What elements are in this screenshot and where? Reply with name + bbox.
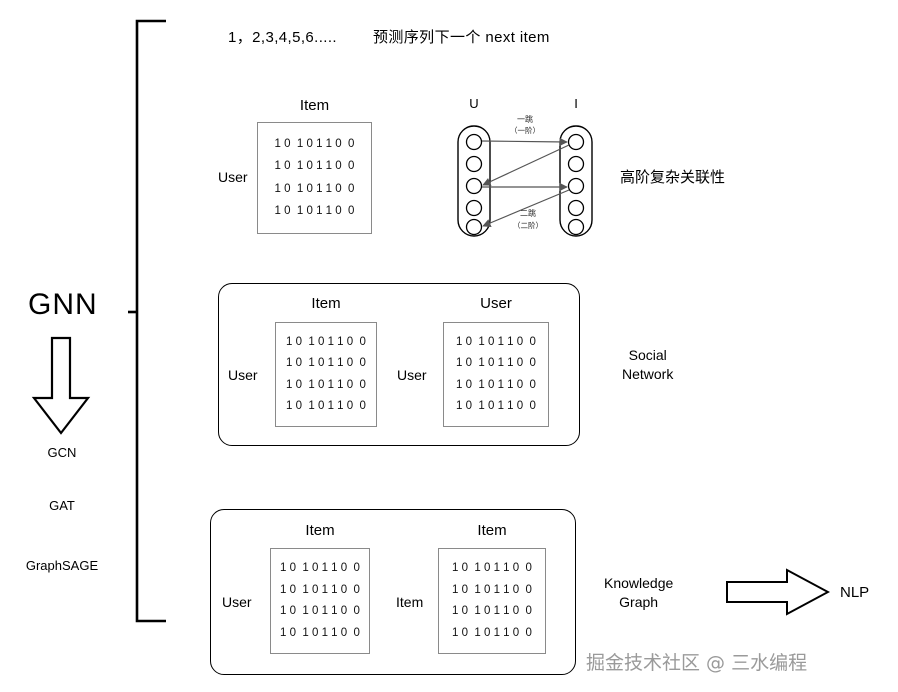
matrix1-top-label: Item <box>299 97 330 114</box>
u-node-3 <box>465 177 483 195</box>
matrix1-left-label: User <box>218 169 248 185</box>
matrix-row: 1 0 1 0 1 1 0 0 <box>274 205 355 217</box>
i-node-1 <box>567 133 585 151</box>
social-matrix-a-top-label: Item <box>311 295 341 312</box>
kg-matrix-b-left-label: Item <box>396 594 424 610</box>
matrix-row: 1 0 1 0 1 1 0 0 <box>280 562 360 574</box>
right-arrow-icon <box>726 568 830 616</box>
matrix-row: 1 0 1 0 1 1 0 0 <box>274 137 355 150</box>
edge-i1-u3 <box>482 144 570 186</box>
social-user-item-matrix: 1 0 1 0 1 1 0 0 1 0 1 0 1 1 0 0 1 0 1 0 … <box>275 322 377 427</box>
knowledge-graph-annotation: Knowledge Graph <box>604 574 673 612</box>
hop1-sub: （一阶） <box>510 125 540 135</box>
gnn-model-gcn: GCN <box>47 445 77 460</box>
kg-annotation-line1: Knowledge <box>604 575 674 591</box>
bipartite-graph: U I 一跳 （一阶） 二跳 （二阶） <box>457 96 593 237</box>
matrix-row: 1 0 1 0 1 1 0 0 <box>286 335 366 348</box>
social-matrix-a-left-label: User <box>228 367 258 383</box>
user-item-matrix: 1 0 1 0 1 1 0 0 1 0 1 0 1 1 0 0 1 0 1 0 … <box>257 122 372 234</box>
i-node-4 <box>567 199 585 217</box>
social-annotation-line2: Network <box>622 365 674 382</box>
u-node-1 <box>465 133 483 151</box>
matrix-row: 1 0 1 0 1 1 0 0 <box>452 562 532 574</box>
i-node-2 <box>567 155 585 173</box>
matrix-row: 1 0 1 0 1 1 0 0 <box>452 605 532 617</box>
matrix-row: 1 0 1 0 1 1 0 0 <box>280 626 360 639</box>
i-node-5 <box>567 218 585 236</box>
matrix-row: 1 0 1 0 1 1 0 0 <box>286 357 366 369</box>
social-user-user-matrix: 1 0 1 0 1 1 0 0 1 0 1 0 1 1 0 0 1 0 1 0 … <box>443 322 549 427</box>
kg-user-item-matrix: 1 0 1 0 1 1 0 0 1 0 1 0 1 1 0 0 1 0 1 0 … <box>270 548 370 654</box>
matrix-row: 1 0 1 0 1 1 0 0 <box>274 182 355 195</box>
kg-matrix-a-left-label: User <box>222 594 252 610</box>
task-text: 预测序列下一个 next item <box>372 29 550 46</box>
matrix-row: 1 0 1 0 1 1 0 0 <box>452 626 532 639</box>
matrix-row: 1 0 1 0 1 1 0 0 <box>456 400 536 412</box>
kg-matrix-a-top-label: Item <box>305 522 335 539</box>
kg-item-item-matrix: 1 0 1 0 1 1 0 0 1 0 1 0 1 1 0 0 1 0 1 0 … <box>438 548 546 654</box>
headline: 1，2,3,4,5,6..... 预测序列下一个 next item <box>228 26 550 47</box>
i-node-3 <box>567 177 585 195</box>
social-matrix-b-left-label: User <box>397 367 427 383</box>
matrix-row: 1 0 1 0 1 1 0 0 <box>452 583 532 596</box>
matrix-row: 1 0 1 0 1 1 0 0 <box>280 605 360 617</box>
matrix-row: 1 0 1 0 1 1 0 0 <box>286 400 366 412</box>
matrix-row: 1 0 1 0 1 1 0 0 <box>456 335 536 348</box>
matrix-row: 1 0 1 0 1 1 0 0 <box>274 160 355 172</box>
down-arrow-icon <box>31 336 91 435</box>
social-network-annotation: Social Network <box>622 346 673 384</box>
matrix-row: 1 0 1 0 1 1 0 0 <box>280 583 360 596</box>
matrix-row: 1 0 1 0 1 1 0 0 <box>456 357 536 369</box>
nlp-label: NLP <box>840 584 870 601</box>
watermark: 掘金技术社区 @ 三水编程 <box>586 652 808 674</box>
high-order-annotation: 高阶复杂关联性 <box>620 169 726 186</box>
kg-matrix-b-top-label: Item <box>477 522 507 539</box>
edge-u1-i1 <box>481 137 568 147</box>
matrix-row: 1 0 1 0 1 1 0 0 <box>456 378 536 391</box>
gnn-title: GNN <box>28 288 98 321</box>
matrix-row: 1 0 1 0 1 1 0 0 <box>286 378 366 391</box>
u-node-2 <box>465 155 483 173</box>
u-node-5 <box>465 218 483 236</box>
sequence-text: 1，2,3,4,5,6..... <box>228 29 337 46</box>
gnn-model-graphsage: GraphSAGE <box>25 558 99 573</box>
left-brace-icon <box>128 19 166 623</box>
social-annotation-line1: Social <box>628 347 667 363</box>
i-label: I <box>574 96 578 111</box>
hop2-sub: （二阶） <box>513 220 543 230</box>
u-label: U <box>469 96 478 111</box>
edge-i3-u5 <box>482 189 570 227</box>
social-matrix-b-top-label: User <box>480 295 512 312</box>
kg-annotation-line2: Graph <box>619 593 659 610</box>
u-node-4 <box>465 199 483 217</box>
gnn-model-gat: GAT <box>49 498 75 513</box>
hop1-label: 一跳 <box>517 114 533 124</box>
hop2-label: 二跳 <box>520 208 536 218</box>
